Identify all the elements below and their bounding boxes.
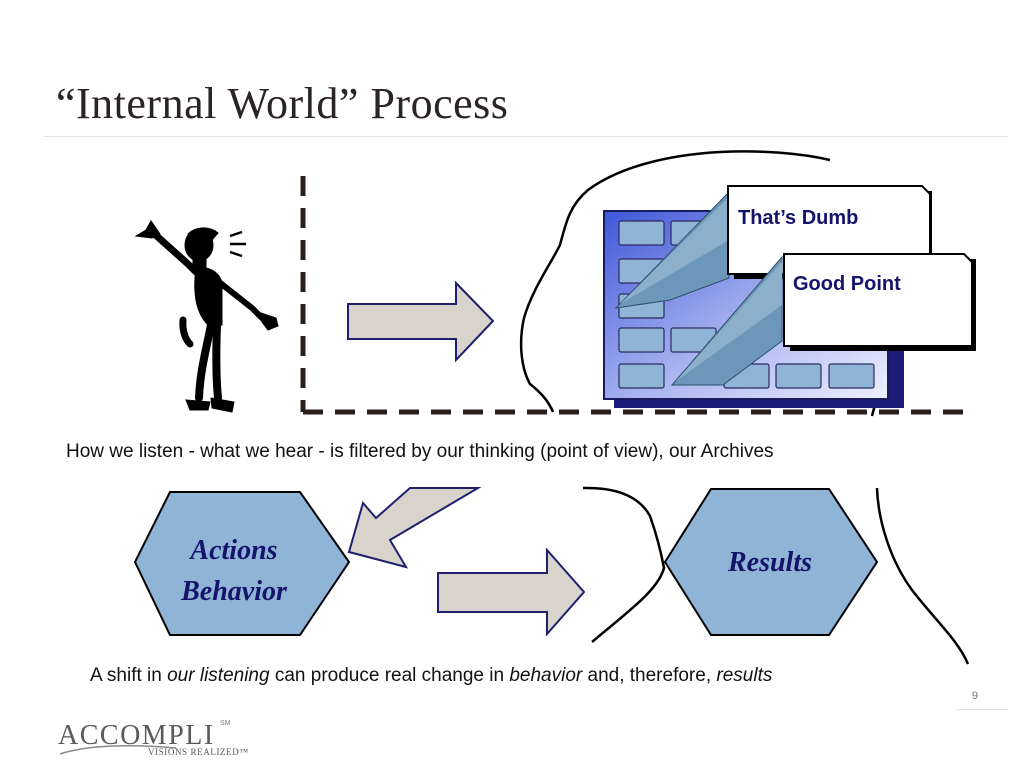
shift-caption-part-3: and, therefore,: [582, 665, 717, 686]
logo-wordmark: ACCOMPLI: [58, 720, 215, 751]
shift-caption-part-1: A shift in: [90, 665, 168, 686]
slide-title: “Internal World” Process: [56, 79, 509, 128]
shift-caption: A shift in our listening can produce rea…: [90, 665, 772, 687]
thought-callout-dumb: That’s Dumb: [614, 185, 932, 309]
actions-label: Actions: [188, 535, 277, 566]
filter-boundary: [300, 176, 966, 415]
head-outline-upper: [519, 150, 831, 413]
shift-caption-emphasis-behavior: behavior: [509, 665, 583, 686]
callout-dumb-text: That’s Dumb: [738, 207, 858, 229]
head-outline-lower: [582, 486, 666, 643]
logo-service-mark: SM: [220, 720, 231, 727]
actions-behavior-hexagon: Actions Behavior: [133, 491, 351, 636]
arrow-mind-to-actions: [347, 487, 482, 569]
shift-caption-emphasis-results: results: [716, 665, 773, 686]
arrow-actions-to-results: [437, 547, 586, 637]
thought-callout-good-point: Good Point: [670, 253, 976, 386]
logo-swoosh-icon: [59, 745, 177, 755]
behavior-label: Behavior: [180, 576, 288, 607]
logo-tagline: VISIONS REALIZED™: [148, 747, 249, 757]
filter-caption: How we listen - what we hear - is filter…: [66, 441, 774, 462]
shift-caption-part-2: can produce real change in: [269, 665, 510, 686]
callout-good-point-text: Good Point: [793, 273, 901, 295]
arrow-to-mind: [347, 280, 495, 363]
title-divider: [44, 136, 1008, 137]
results-label: Results: [727, 547, 812, 578]
shift-caption-emphasis-listening: our listening: [167, 665, 270, 686]
page-number: 9: [971, 690, 978, 702]
speaking-person-figure: [134, 220, 279, 413]
results-hexagon: Results: [663, 488, 879, 636]
head-outline-neck: [875, 487, 970, 665]
page-number-divider: [956, 709, 1008, 710]
